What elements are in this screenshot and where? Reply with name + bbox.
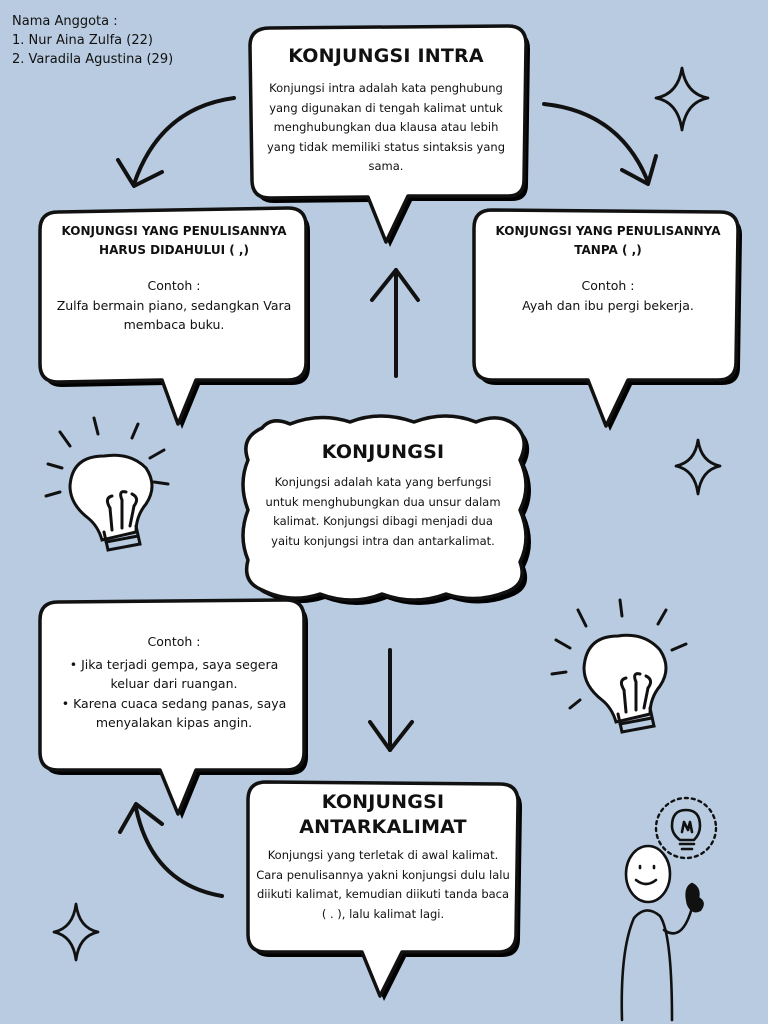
center-title: KONJUNGSI: [321, 441, 445, 463]
member-item: 2. Varadila Agustina (29): [12, 52, 174, 67]
right-example-label: Contoh :: [581, 278, 635, 293]
left-bubble: [38, 206, 310, 429]
intra-content: KONJUNGSI INTRA Konjungsi intra adalah k…: [262, 44, 510, 177]
member-item: 1. Nur Aina Zulfa (22): [12, 33, 153, 48]
left-example-label: Contoh :: [147, 278, 201, 293]
members-heading: Nama Anggota :: [12, 14, 118, 29]
antar-text: Konjungsi yang terletak di awal kalimat.…: [256, 848, 510, 921]
example-content: Contoh : Jika terjadi gempa, saya segera…: [52, 632, 296, 733]
antar-bubble: [246, 780, 522, 1001]
left-title: KONJUNGSI YANG PENULISANNYA HARUS DIDAHU…: [61, 224, 287, 257]
lightbulb-icon: [550, 598, 688, 734]
center-text: Konjungsi adalah kata yang berfungsi unt…: [265, 475, 501, 548]
idea-rays: [654, 796, 718, 860]
antar-title-line1: KONJUNGSI: [321, 791, 445, 813]
example-item: Karena cuaca sedang panas, saya menyalak…: [52, 694, 296, 732]
arrow-intra-to-left: [116, 96, 236, 188]
person-idea-icon: [620, 808, 704, 1022]
antar-content: KONJUNGSI ANTARKALIMAT Konjungsi yang te…: [256, 790, 510, 924]
right-title: KONJUNGSI YANG PENULISANNYA TANPA ( ,): [495, 224, 721, 257]
example-item: Jika terjadi gempa, saya segera keluar d…: [52, 655, 296, 693]
members-block: Nama Anggota : 1. Nur Aina Zulfa (22) 2.…: [12, 12, 173, 69]
center-content: KONJUNGSI Konjungsi adalah kata yang ber…: [258, 440, 508, 551]
intra-title: KONJUNGSI INTRA: [288, 45, 484, 67]
center-cloud: [241, 414, 531, 605]
arrow-center-down: [368, 648, 414, 752]
example-label: Contoh :: [147, 634, 201, 649]
sparkle-icon: [52, 902, 100, 962]
arrow-center-up: [370, 268, 420, 378]
left-example: Zulfa bermain piano, sedangkan Vara memb…: [56, 298, 292, 332]
right-example: Ayah dan ibu pergi bekerja.: [522, 298, 694, 313]
arrow-antar-to-example: [118, 802, 224, 898]
right-content: KONJUNGSI YANG PENULISANNYA TANPA ( ,) C…: [484, 222, 732, 315]
example-list: Jika terjadi gempa, saya segera keluar d…: [52, 655, 296, 732]
antar-title-line2: ANTARKALIMAT: [299, 816, 467, 838]
sparkle-icon: [674, 438, 722, 496]
sparkle-icon: [654, 66, 710, 132]
lightbulb-icon: [44, 416, 170, 552]
intra-bubble: [248, 24, 530, 247]
intra-text: Konjungsi intra adalah kata penghubung y…: [267, 81, 505, 173]
right-bubble: [472, 208, 742, 431]
left-content: KONJUNGSI YANG PENULISANNYA HARUS DIDAHU…: [48, 222, 300, 334]
arrow-intra-to-right: [542, 102, 658, 186]
